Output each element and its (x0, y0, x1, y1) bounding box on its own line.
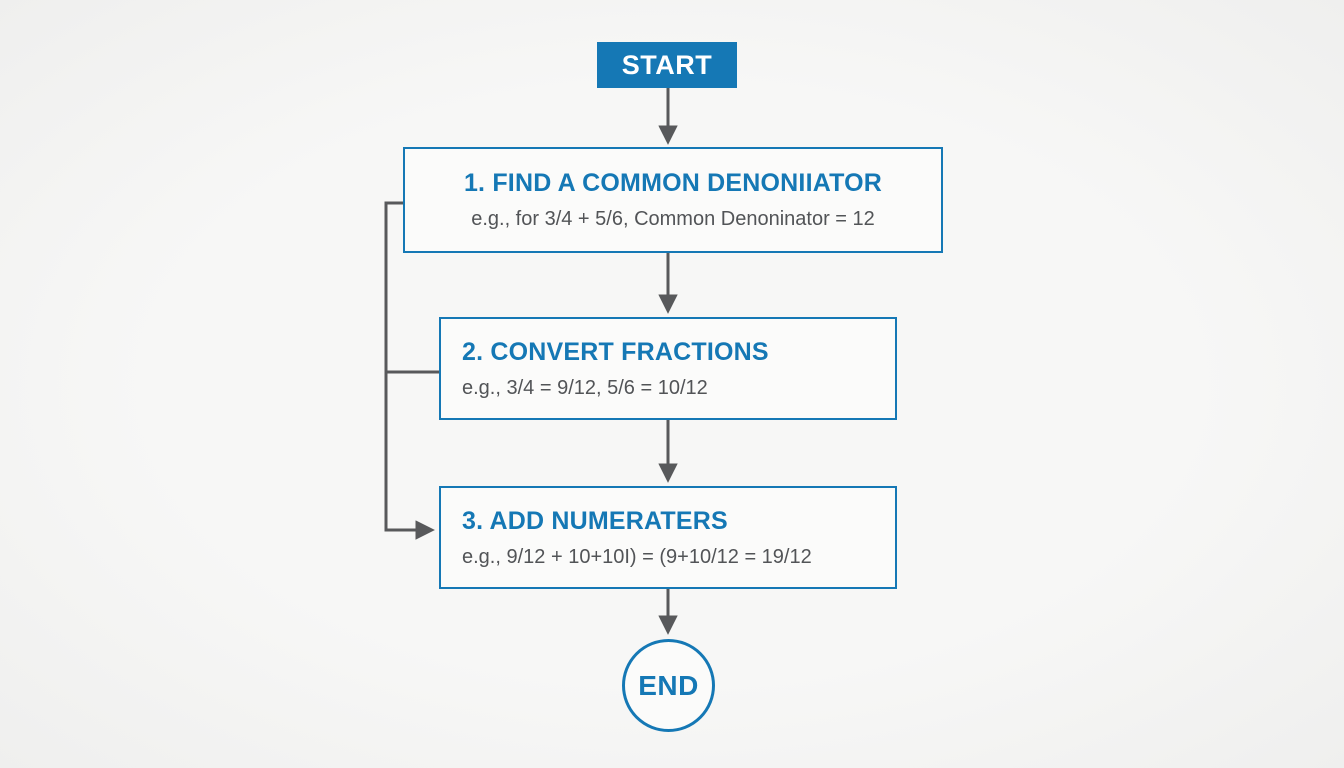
step-1-find-common-denominator: 1. FIND A COMMON DENONIIATOR e.g., for 3… (403, 147, 943, 253)
step-1-title: 1. FIND A COMMON DENONIIATOR (463, 169, 883, 197)
step-1-example: e.g., for 3/4 + 5/6, Common Denoninator … (471, 208, 875, 230)
end-label: END (638, 669, 699, 701)
end-node: END (622, 639, 715, 732)
start-label: START (621, 49, 713, 80)
step-2-title: 2. CONVERT FRACTIONS (462, 337, 769, 366)
step-2-convert-fractions: 2. CONVERT FRACTIONS e.g., 3/4 = 9/12, 5… (439, 317, 897, 420)
step-3-title: 3. ADD NUMERATERS (462, 506, 728, 535)
step-3-example: e.g., 9/12 + 10+10I) = (9+10/12 = 19/12 (462, 545, 812, 568)
start-node: START (597, 42, 737, 88)
step-2-example: e.g., 3/4 = 9/12, 5/6 = 10/12 (462, 376, 708, 399)
step-3-add-numerators: 3. ADD NUMERATERS e.g., 9/12 + 10+10I) =… (439, 486, 897, 589)
